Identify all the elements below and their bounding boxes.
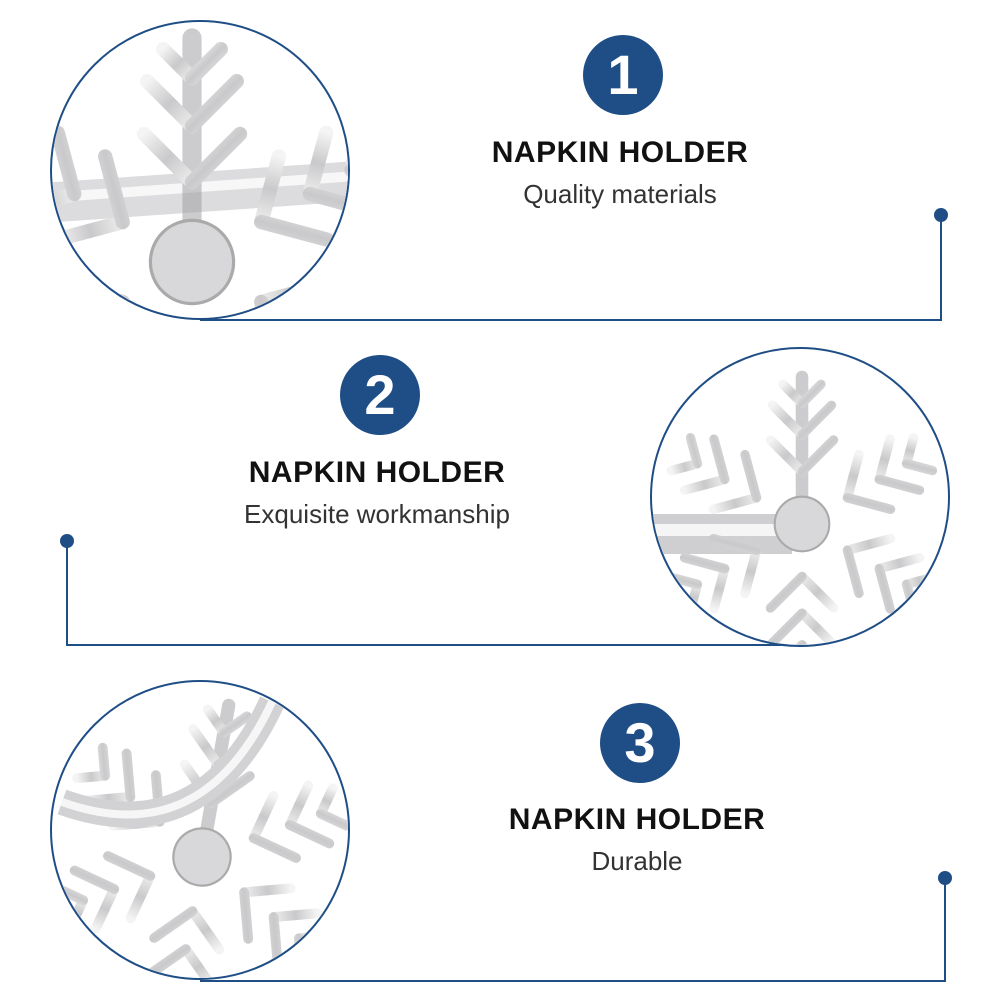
connector-line-2-vertical — [66, 541, 68, 646]
connector-line-1-vertical — [940, 215, 942, 321]
product-photo-2 — [650, 347, 950, 647]
connector-line-2-horizontal — [66, 644, 800, 646]
product-photo-3 — [50, 680, 350, 980]
connector-line-3-horizontal — [200, 980, 946, 982]
feature-number-badge-2: 2 — [340, 355, 420, 435]
feature-number-badge-3: 3 — [600, 703, 680, 783]
connector-line-3-vertical — [944, 878, 946, 982]
feature-subtitle-1: Quality materials — [523, 179, 717, 209]
feature-subtitle-2: Exquisite workmanship — [244, 499, 510, 529]
feature-title-2: NAPKIN HOLDER — [248, 456, 506, 489]
product-photo-1 — [50, 20, 350, 320]
connector-line-1-horizontal — [200, 319, 942, 321]
snowflake-napkin-ring-icon — [52, 682, 348, 978]
feature-subtitle-3: Durable — [591, 846, 683, 876]
feature-number-badge-1: 1 — [583, 35, 663, 115]
feature-title-1: NAPKIN HOLDER — [491, 136, 749, 169]
snowflake-napkin-ring-icon — [52, 22, 348, 318]
feature-title-3: NAPKIN HOLDER — [508, 803, 766, 836]
snowflake-napkin-ring-icon — [652, 349, 948, 645]
